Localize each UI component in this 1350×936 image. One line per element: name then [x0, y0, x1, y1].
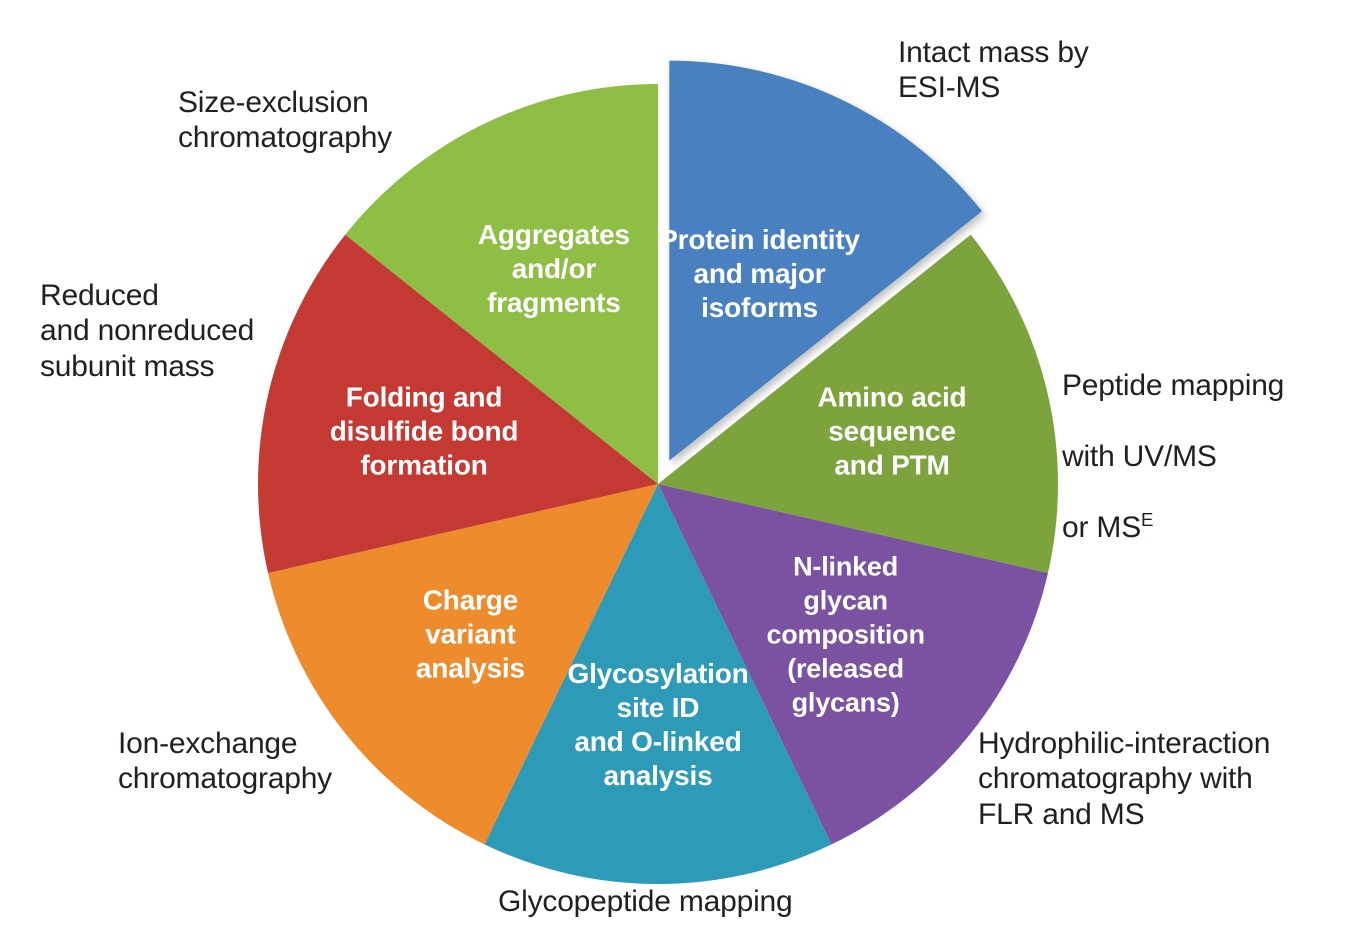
- pie-slice-folding-disulfide[interactable]: [258, 234, 658, 574]
- callout-peptide-mapping-superscript: E: [1141, 508, 1154, 530]
- callout-glycopeptide-mapping: Glycopeptide mapping: [498, 885, 793, 918]
- callout-peptide-mapping-line3: or MS: [1062, 510, 1142, 544]
- pie-slices: [258, 60, 1058, 884]
- callout-peptide-mapping-line2: with UV/MS: [1062, 440, 1217, 474]
- callout-ion-exchange: Ion-exchange chromatography: [118, 727, 332, 796]
- pie-slice-glycosylation-site-id[interactable]: [484, 484, 832, 884]
- callout-reduced-subunit: Reduced and nonreduced subunit mass: [40, 279, 255, 383]
- callout-size-exclusion: Size-exclusion chromatography: [178, 86, 392, 155]
- callout-hilic: Hydrophilic-interaction chromatography w…: [978, 727, 1271, 831]
- pie-slice-amino-acid-sequence[interactable]: [658, 234, 1058, 574]
- callout-peptide-mapping-line1: Peptide mapping: [1062, 369, 1285, 403]
- callout-peptide-mapping: Peptide mapping with UV/MS or MSE: [1062, 333, 1350, 545]
- pie-slice-n-linked-glycan[interactable]: [658, 484, 1048, 845]
- pie-slice-protein-identity[interactable]: [669, 60, 983, 461]
- pie-slice-aggregates-fragments[interactable]: [345, 84, 658, 484]
- callout-intact-mass: Intact mass by ESI-MS: [898, 36, 1089, 105]
- pie-slice-charge-variant[interactable]: [268, 484, 658, 845]
